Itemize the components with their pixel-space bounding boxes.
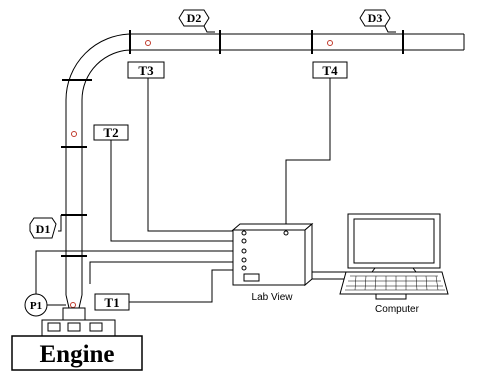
- daq-input-port: [241, 257, 247, 263]
- lab-view-label: Lab View: [252, 292, 294, 303]
- sensor-p1: P1: [24, 293, 66, 317]
- sensor-ports: [70, 40, 333, 308]
- d1-label: D1: [36, 222, 51, 236]
- engine-label: Engine: [39, 341, 114, 368]
- monitor-screen: [353, 218, 435, 264]
- wire-lower: [89, 261, 240, 284]
- sensor-port: [145, 40, 151, 46]
- daq-input-port: [241, 265, 247, 271]
- sensor-port: [327, 40, 333, 46]
- wire-t3: [147, 78, 240, 232]
- wire-t2: [110, 140, 240, 242]
- sensor-port: [71, 131, 77, 137]
- sensor-t4: T4: [312, 61, 348, 79]
- exhaust-pipe: [65, 33, 465, 309]
- wire-usb: [312, 271, 349, 280]
- monitor: [347, 213, 441, 269]
- pipe-flanges: [61, 30, 404, 257]
- engine-box: [11, 335, 143, 371]
- computer: [339, 213, 449, 300]
- sensor-t3: T3: [127, 61, 165, 79]
- keyboard: [339, 271, 449, 295]
- t2-label: T2: [103, 125, 118, 140]
- daq-input-port: [241, 248, 247, 254]
- t4-label: T4: [322, 63, 338, 78]
- sensor-t1: T1: [94, 293, 130, 311]
- wire-t1: [156, 269, 240, 303]
- daq-display: [243, 273, 260, 282]
- wire-t4: [285, 78, 331, 230]
- signal-wires: [35, 78, 349, 303]
- t1-label: T1: [104, 295, 119, 310]
- sensor-d2: D2: [178, 9, 215, 33]
- t3-label: T3: [138, 63, 154, 78]
- wire-p1: [35, 250, 240, 299]
- d2-label: D2: [187, 11, 202, 25]
- sensor-d3: D3: [359, 9, 396, 33]
- engine: [11, 307, 143, 371]
- lab-view-daq: [231, 222, 314, 287]
- sensor-d1: D1: [29, 217, 57, 239]
- wire-d1: [58, 215, 62, 232]
- engine-manifold: [41, 319, 116, 337]
- daq-input-port: [241, 230, 247, 236]
- p1-label: P1: [30, 300, 42, 312]
- d3-label: D3: [368, 11, 383, 25]
- computer-label: Computer: [375, 304, 420, 315]
- sensor-t2: T2: [93, 124, 129, 141]
- daq-input-port: [241, 238, 247, 244]
- daq-input-port: [283, 230, 289, 236]
- sensor-port: [70, 302, 76, 308]
